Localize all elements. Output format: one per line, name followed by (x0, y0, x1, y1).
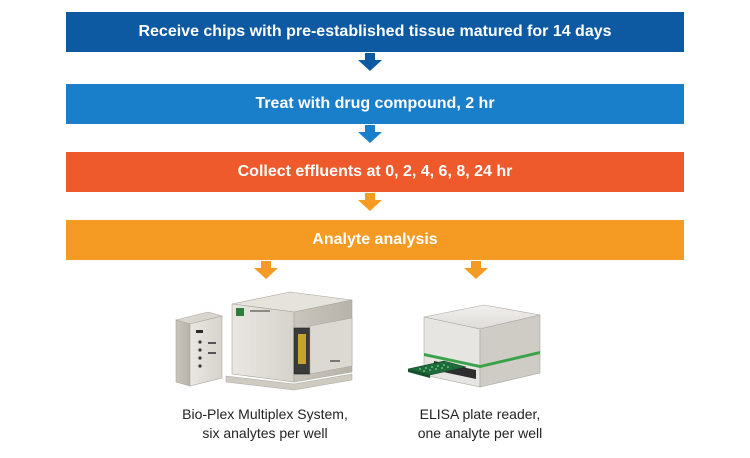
step-label: Treat with drug compound, 2 hr (255, 95, 495, 112)
down-arrow-icon (358, 193, 382, 211)
elisa-caption: ELISA plate reader, one analyte per well (380, 405, 580, 443)
bioplex-caption-line2: six analytes per well (202, 425, 328, 441)
down-arrow-icon (464, 261, 488, 279)
down-arrow-icon (358, 53, 382, 71)
step-label: Analyte analysis (312, 231, 438, 248)
step-treat-drug: Treat with drug compound, 2 hr (66, 84, 684, 124)
arrow-shape (254, 261, 278, 279)
arrow-shape (358, 53, 382, 71)
down-arrow-icon (358, 125, 382, 143)
elisa-caption-line2: one analyte per well (417, 425, 543, 441)
step-label: Collect effluents at 0, 2, 4, 6, 8, 24 h… (237, 163, 513, 180)
step-collect-effluents: Collect effluents at 0, 2, 4, 6, 8, 24 h… (66, 152, 684, 192)
bioplex-instrument-image (174, 291, 353, 391)
bioplex-caption-line1: Bio-Plex Multiplex System, (182, 406, 348, 422)
down-arrow-icon (254, 261, 278, 279)
elisa-reader-image (407, 304, 541, 388)
step-label: Receive chips with pre-established tissu… (138, 23, 612, 40)
step-receive-chips: Receive chips with pre-established tissu… (66, 12, 684, 52)
arrow-shape (358, 193, 382, 211)
arrow-shape (464, 261, 488, 279)
arrow-shape (358, 125, 382, 143)
elisa-caption-line1: ELISA plate reader, (419, 406, 541, 422)
step-analyte-analysis: Analyte analysis (66, 220, 684, 260)
bioplex-caption: Bio-Plex Multiplex System, six analytes … (150, 405, 380, 443)
